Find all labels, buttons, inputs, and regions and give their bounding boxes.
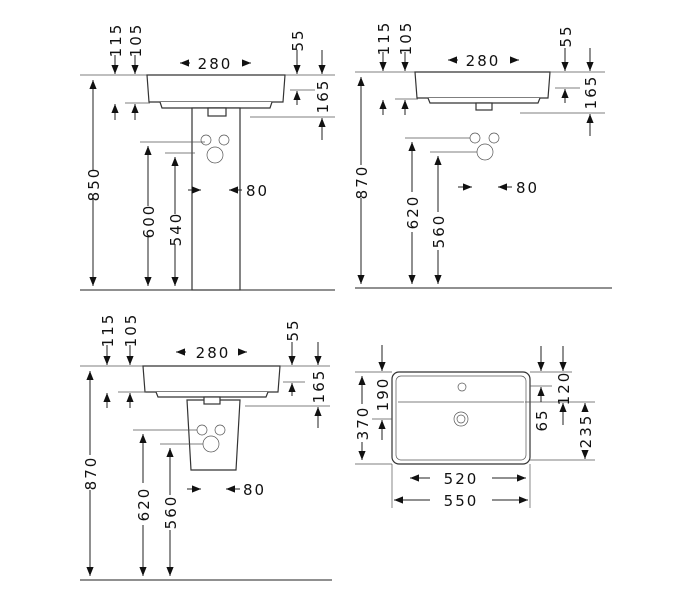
basin-side (146, 74, 286, 103)
dim-105: 105 (397, 21, 415, 56)
basin-side (142, 365, 281, 393)
dim-870: 870 (82, 456, 100, 491)
pedestal-view: 850 600 540 80 280 115 105 55 165 (80, 23, 335, 291)
dim-280: 280 (198, 55, 233, 73)
dim-550: 550 (444, 492, 479, 510)
wall-hung-view: 870 620 560 80 280 115 105 55 165 (353, 21, 612, 289)
dim-65: 65 (533, 408, 551, 431)
pedestal (191, 107, 241, 291)
dim-115: 115 (99, 313, 117, 348)
dim-600: 600 (140, 204, 158, 239)
dim-370: 370 (354, 406, 372, 441)
dim-235: 235 (577, 414, 595, 449)
dim-870: 870 (353, 165, 371, 200)
dim-80: 80 (243, 481, 266, 499)
dim-520: 520 (444, 470, 479, 488)
dim-105: 105 (122, 313, 140, 348)
dim-280: 280 (466, 52, 501, 70)
dim-80: 80 (246, 182, 269, 200)
dim-620: 620 (404, 195, 422, 230)
semi-pedestal (186, 399, 241, 471)
tap-hole (457, 382, 467, 392)
basin-top-outline (391, 371, 531, 465)
dim-115: 115 (375, 21, 393, 56)
drain (453, 411, 469, 427)
dim-850: 850 (85, 167, 103, 202)
basin-side (414, 71, 551, 99)
dim-80: 80 (516, 179, 539, 197)
dim-55: 55 (289, 28, 307, 51)
dim-55: 55 (284, 318, 302, 341)
dim-105: 105 (127, 23, 145, 58)
dim-280: 280 (196, 344, 231, 362)
dim-120: 120 (555, 371, 573, 406)
dim-115: 115 (107, 23, 125, 58)
dim-165: 165 (582, 75, 600, 110)
semi-pedestal-view: 870 620 560 80 280 115 105 55 165 (80, 313, 332, 581)
dim-190: 190 (374, 377, 392, 412)
dim-165: 165 (314, 79, 332, 114)
dim-55: 55 (557, 24, 575, 47)
dim-165: 165 (310, 369, 328, 404)
dim-540: 540 (167, 212, 185, 247)
top-view: 370 190 520 550 65 120 235 (354, 345, 595, 510)
dim-560: 560 (162, 495, 180, 530)
dim-560: 560 (430, 214, 448, 249)
dim-620: 620 (135, 487, 153, 522)
